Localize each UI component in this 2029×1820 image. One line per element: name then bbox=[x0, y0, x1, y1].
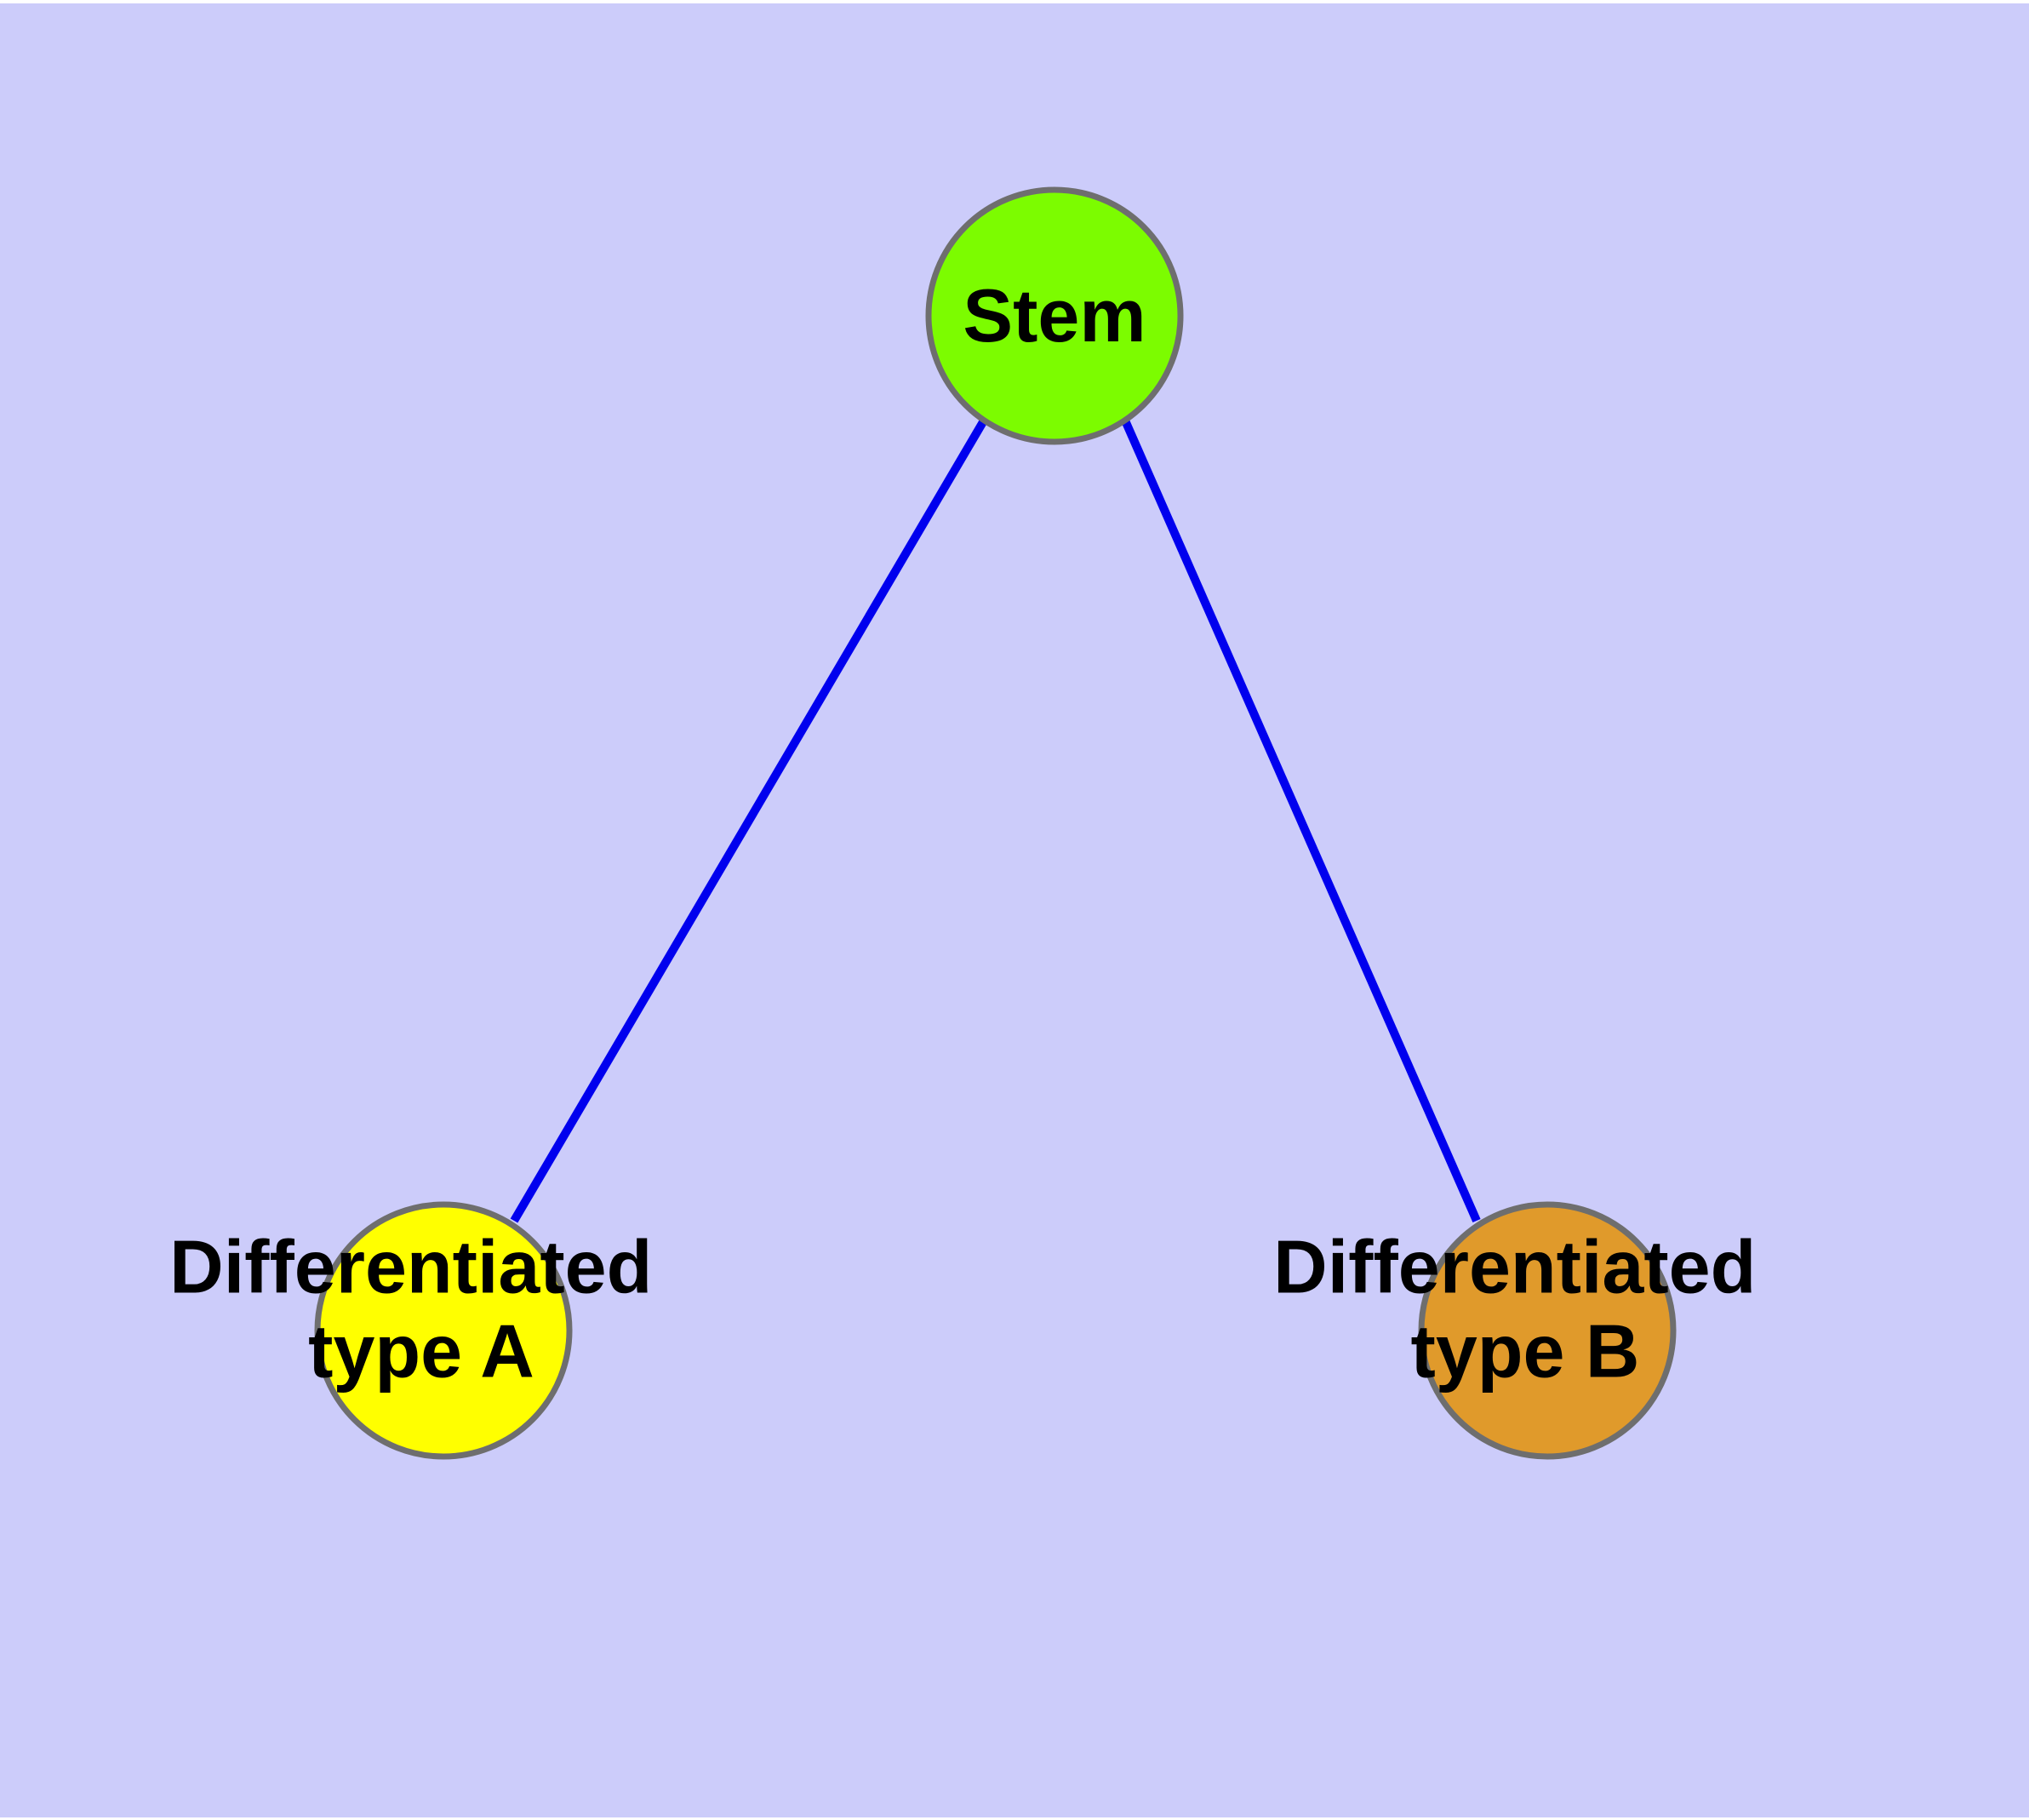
node-stem-circle[interactable] bbox=[925, 186, 1184, 445]
node-layer: Stem Differentiated type A Differentiate… bbox=[169, 186, 1777, 1460]
edge-layer bbox=[510, 418, 1481, 1223]
edge-stem-to-differentiated-type-b[interactable] bbox=[1121, 418, 1481, 1223]
node-differentiated-type-b-circle[interactable] bbox=[1418, 1201, 1677, 1460]
node-differentiated-type-a-label: Differentiated type A bbox=[169, 1225, 673, 1394]
node-stem[interactable]: Stem bbox=[925, 186, 1184, 445]
edge-stem-to-differentiated-type-a[interactable] bbox=[510, 418, 988, 1223]
node-differentiated-type-a[interactable]: Differentiated type A bbox=[169, 1201, 673, 1460]
node-differentiated-type-b-label: Differentiated type B bbox=[1273, 1225, 1777, 1394]
node-differentiated-type-b[interactable]: Differentiated type B bbox=[1273, 1201, 1777, 1460]
node-differentiated-type-a-label-line-2: type A bbox=[308, 1309, 534, 1394]
node-differentiated-type-b-label-line-1: Differentiated bbox=[1273, 1225, 1756, 1309]
node-differentiated-type-a-label-line-1: Differentiated bbox=[169, 1225, 652, 1309]
node-differentiated-type-a-circle[interactable] bbox=[314, 1201, 573, 1460]
node-stem-label-line-1: Stem bbox=[963, 273, 1146, 358]
node-stem-label: Stem bbox=[963, 273, 1146, 358]
node-differentiated-type-b-label-line-2: type B bbox=[1411, 1309, 1640, 1394]
